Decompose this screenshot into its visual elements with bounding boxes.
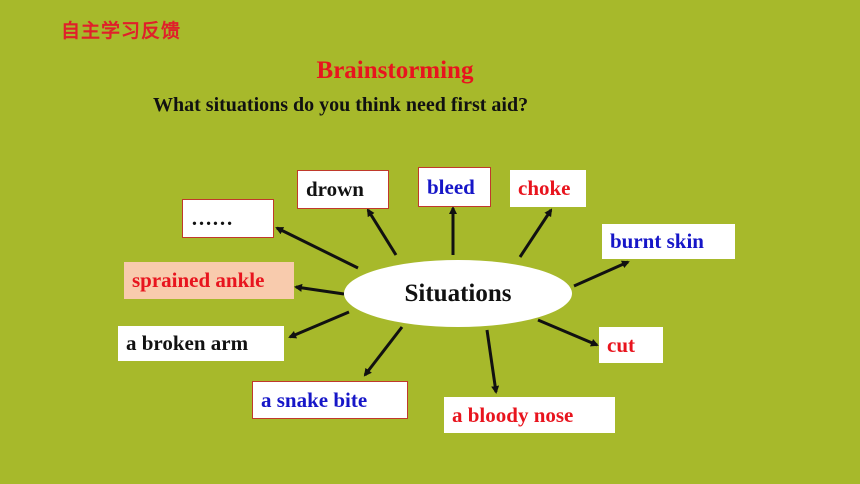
box-burnt-skin: burnt skin: [602, 224, 735, 259]
box-snake-bite: a snake bite: [252, 381, 408, 419]
box-bleed: bleed: [418, 167, 491, 207]
arrow-snake-bite: [363, 326, 404, 377]
arrow-cut: [537, 318, 599, 347]
arrow-broken-arm: [288, 310, 350, 339]
box-sprained-ankle: sprained ankle: [124, 262, 294, 299]
slide-question: What situations do you think need first …: [153, 94, 529, 116]
box-choke: choke: [510, 170, 586, 207]
arrow-sprained-ankle: [294, 283, 345, 296]
box-ellipsis: ……: [182, 199, 274, 238]
arrow-burnt-skin: [573, 260, 630, 288]
arrow-bloody-nose: [485, 329, 500, 394]
center-ellipse: Situations: [344, 260, 572, 327]
arrow-ellipsis: [275, 226, 359, 270]
box-drown: drown: [297, 170, 389, 209]
box-bloody-nose: a bloody nose: [444, 397, 615, 433]
section-tag: 自主学习反馈: [61, 20, 182, 42]
box-cut: cut: [599, 327, 663, 363]
slide-title: Brainstorming: [316, 57, 474, 84]
arrow-choke: [518, 208, 553, 258]
arrow-drown: [366, 208, 398, 256]
box-broken-arm: a broken arm: [118, 326, 284, 361]
center-label: Situations: [404, 279, 512, 307]
